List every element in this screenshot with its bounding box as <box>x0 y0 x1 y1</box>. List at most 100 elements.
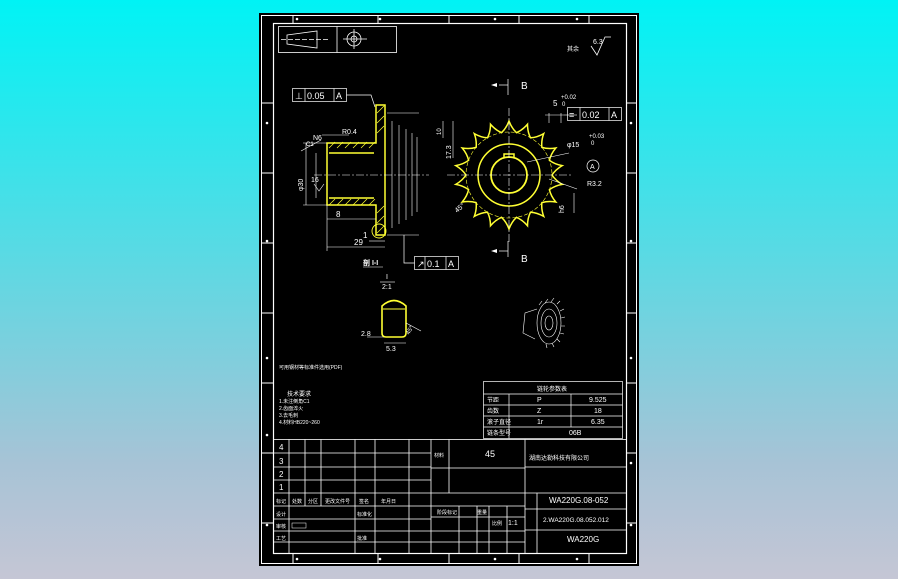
perp-symbol: ⊥ <box>295 91 303 101</box>
param-row-2-val: 18 <box>594 408 602 415</box>
param-row-1-val: 9.525 <box>589 397 607 404</box>
param-row-1-sym: P <box>537 397 542 404</box>
section-cut-lines <box>499 79 509 257</box>
view-label: 剖 I-I <box>363 258 378 267</box>
dim-w5: 5 <box>553 99 558 108</box>
review-stamp <box>291 522 307 529</box>
weight-label: 重量 <box>477 509 487 516</box>
notes-title: 技术要求 <box>287 390 311 398</box>
scale-label: 比例 <box>492 520 502 527</box>
hdr-zone: 分区 <box>308 498 318 505</box>
isometric-sketch <box>522 297 566 349</box>
drawing-sheet: 其余 6.3 ⊥ 0.05 A <box>259 13 639 566</box>
section-label-bottom: B <box>521 254 528 265</box>
symmetry-frame <box>567 107 622 121</box>
front-dimension-lines <box>442 113 578 213</box>
engineering-drawing: 其余 6.3 ⊥ 0.05 A <box>261 15 637 564</box>
frame-ticks <box>261 15 637 564</box>
role-approve: 批准 <box>357 535 367 542</box>
param-row-1-name: 节距 <box>487 396 499 404</box>
dim-tol03: +0.03 <box>589 134 605 140</box>
material-value: 45 <box>485 449 495 459</box>
runout-symbol: ↗ <box>417 259 425 269</box>
sym-symbol: ≡ <box>569 110 574 120</box>
note-4: 4.材料HB220~260 <box>279 419 320 426</box>
dim-h10: 10 <box>437 128 443 135</box>
param-row-4-val: 06B <box>569 430 582 437</box>
hdr-change: 更改文件号 <box>325 498 350 505</box>
dim-c1: C1 <box>306 142 314 148</box>
detail-view: I 2:1 2.8 5.3 45° <box>361 274 422 353</box>
role-process: 工艺 <box>276 536 286 542</box>
dim-k28: 2.8 <box>361 331 371 338</box>
inner-frame <box>272 22 628 555</box>
note-2: 2.齿面淬火 <box>279 405 303 412</box>
param-row-3-name: 滚子直径 <box>487 418 511 426</box>
dim-d30: φ30 <box>298 179 305 191</box>
hdr-date: 年月日 <box>381 498 396 505</box>
dim-tol02b: 0 <box>562 102 566 108</box>
sprocket-front-view: B B ≡ 0.02 A 5 +0.02 0 17.3 10 φ1 <box>437 79 622 265</box>
role-std: 标准化 <box>357 511 372 518</box>
dim-k45: 45° <box>406 325 416 336</box>
param-title: 链轮参数表 <box>537 385 567 393</box>
notes-block: 可用钢材等标准件选用(PDF) 技术要求 1.未注倒角C1 2.齿面淬火 3.去… <box>279 364 343 426</box>
sym-datum: A <box>611 110 617 120</box>
runout-datum: A <box>448 259 454 269</box>
hdr-mark: 标记 <box>276 498 286 505</box>
param-row-4-name: 链条型号 <box>487 429 511 437</box>
section-label-top: B <box>521 81 528 92</box>
dim-tol02: +0.02 <box>561 95 577 101</box>
detail-scale: 2:1 <box>382 284 392 291</box>
param-row-2-sym: Z <box>537 408 542 415</box>
dim-d16: 16 <box>311 177 319 184</box>
perp-value: 0.05 <box>307 91 325 101</box>
scale-value: 1:1 <box>508 520 518 527</box>
role-review: 审核 <box>276 523 286 530</box>
roughness-symbol: 其余 6.3 <box>567 36 611 56</box>
company-name: 湖南达勒科技有限公司 <box>529 454 589 462</box>
dim-r04: R0.4 <box>342 129 357 136</box>
dim-len1: 1 <box>363 231 368 240</box>
rev-row-2: 2 <box>279 470 284 479</box>
section-mark-circle <box>371 223 387 239</box>
dim-n6: N6 <box>313 135 322 142</box>
roughness-mark-bore <box>313 183 325 192</box>
dim-a45: 45° <box>453 201 466 214</box>
role-design: 设计 <box>276 511 286 518</box>
drawing-number: WA220G.08-052 <box>549 496 609 505</box>
runout-frame <box>403 235 459 270</box>
roughness-prefix: 其余 <box>567 45 579 53</box>
hub-outline <box>326 104 386 236</box>
rev-row-1: 1 <box>279 483 284 492</box>
left-note: 可用钢材等标准件选用(PDF) <box>279 364 343 371</box>
material-label: 材料 <box>434 452 444 459</box>
hdr-sign: 签名 <box>359 498 369 505</box>
dim-r32: R3.2 <box>587 181 602 188</box>
projection-symbol <box>278 26 397 53</box>
datum-a-label: A <box>590 164 595 171</box>
dim-h6: h6 <box>559 205 566 213</box>
datum-a-circle <box>586 159 600 173</box>
dim-tol0: 0 <box>591 141 595 147</box>
rev-row-3: 3 <box>279 457 284 466</box>
part-number: 2.WA220G.08.052.012 <box>543 517 609 524</box>
runout-value: 0.1 <box>427 259 440 269</box>
sym-value: 0.02 <box>582 110 600 120</box>
roughness-value: 6.3 <box>593 39 603 46</box>
hub-dimension-lines <box>300 112 419 251</box>
hub-hatching <box>328 105 385 234</box>
dim-len8: 8 <box>336 210 341 219</box>
hdr-count: 处数 <box>292 498 302 505</box>
frame-index-dots <box>265 17 633 561</box>
dim-d17-3: 17.3 <box>446 145 453 159</box>
stage-label: 阶段标记 <box>437 509 457 516</box>
tooth-profile <box>381 299 407 338</box>
product-name: WA220G <box>567 535 599 544</box>
note-1: 1.未注倒角C1 <box>279 398 310 405</box>
perp-datum: A <box>336 91 342 101</box>
detail-mark: I <box>386 274 388 281</box>
dim-len29: 29 <box>354 238 363 247</box>
param-row-3-val: 6.35 <box>591 419 605 426</box>
rev-row-4: 4 <box>279 443 284 452</box>
